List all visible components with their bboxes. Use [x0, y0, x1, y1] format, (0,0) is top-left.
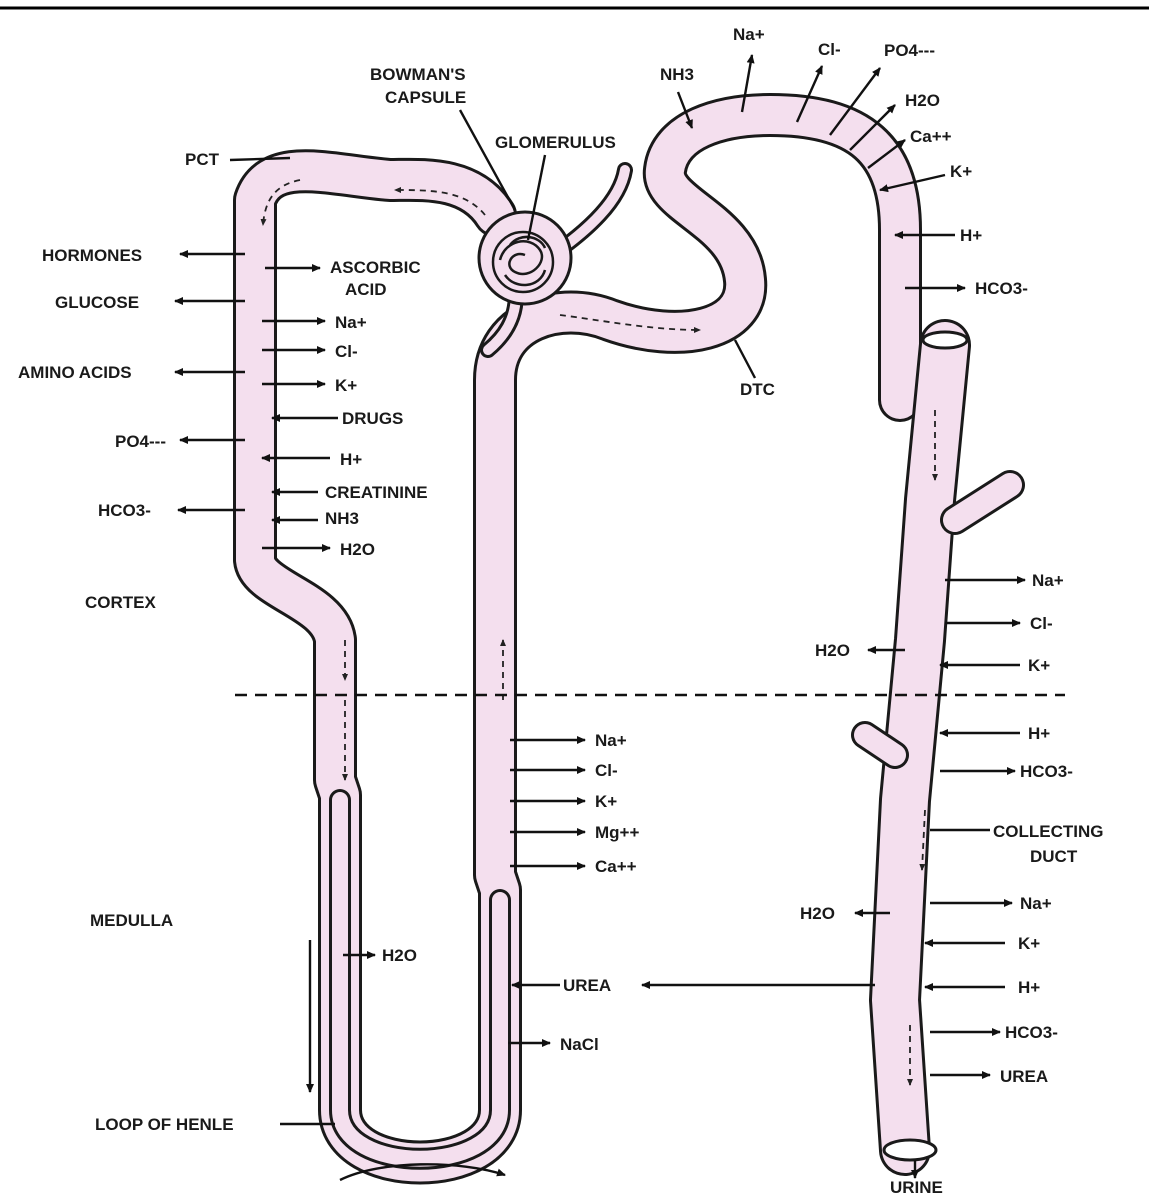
cd-up-h2o: H2O	[815, 641, 850, 660]
pct-right-transport: ASCORBIC ACID Na+ Cl- K+ DRUGS H+ CREATI…	[262, 258, 428, 559]
label-glomerulus: GLOMERULUS	[495, 133, 616, 152]
label-medulla: MEDULLA	[90, 911, 173, 930]
cd-low-urea: UREA	[1000, 1067, 1048, 1086]
dtc-h2o: H2O	[905, 91, 940, 110]
dtc-h: H+	[960, 226, 982, 245]
duct-top-opening	[923, 332, 967, 348]
pct-right-ascorbic: ASCORBIC	[330, 258, 421, 277]
asc-nacl: NaCl	[560, 1035, 599, 1054]
pct-left-hco3: HCO3-	[98, 501, 151, 520]
pct-right-cl: Cl-	[335, 342, 358, 361]
dtc-po4: PO4---	[884, 41, 935, 60]
pct-right-h: H+	[340, 450, 362, 469]
cd-low-h2o: H2O	[800, 904, 835, 923]
desc-h2o: H2O	[382, 946, 417, 965]
label-collecting-2: DUCT	[1030, 847, 1078, 866]
pct-left-glucose: GLUCOSE	[55, 293, 139, 312]
pct-left-amino-acids: AMINO ACIDS	[18, 363, 132, 382]
collecting-duct-lower-transport: Na+ K+ H+ HCO3- UREA H2O	[800, 894, 1058, 1086]
pct-left-hormones: HORMONES	[42, 246, 142, 265]
dtc-ca: Ca++	[910, 127, 952, 146]
cd-up-na: Na+	[1032, 571, 1064, 590]
label-cortex: CORTEX	[85, 593, 157, 612]
label-loop-of-henle: LOOP OF HENLE	[95, 1115, 234, 1134]
pct-right-nh3: NH3	[325, 509, 359, 528]
label-dtc: DTC	[740, 380, 775, 399]
pct-right-acid: ACID	[345, 280, 387, 299]
duct-bottom-opening	[884, 1140, 936, 1160]
dtc-cl: Cl-	[818, 40, 841, 59]
cd-low-k: K+	[1018, 934, 1040, 953]
urea-transfer: UREA	[512, 976, 875, 995]
pct-right-h2o: H2O	[340, 540, 375, 559]
dtc-k: K+	[950, 162, 972, 181]
cd-low-na: Na+	[1020, 894, 1052, 913]
dtc-na: Na+	[733, 25, 765, 44]
asc-cl: Cl-	[595, 761, 618, 780]
cd-up-cl: Cl-	[1030, 614, 1053, 633]
pct-right-drugs: DRUGS	[342, 409, 403, 428]
pct-right-creatinine: CREATININE	[325, 483, 428, 502]
urea-transfer-label: UREA	[563, 976, 611, 995]
label-urine: URINE	[890, 1178, 943, 1197]
label-pct: PCT	[185, 150, 220, 169]
asc-mg: Mg++	[595, 823, 639, 842]
label-collecting-1: COLLECTING	[993, 822, 1104, 841]
dtc-nh3: NH3	[660, 65, 694, 84]
cd-low-hco3: HCO3-	[1005, 1023, 1058, 1042]
asc-ca: Ca++	[595, 857, 637, 876]
cd-low-h: H+	[1018, 978, 1040, 997]
asc-k: K+	[595, 792, 617, 811]
label-bowmans-1: BOWMAN'S	[370, 65, 466, 84]
duct-branch-upper-fill	[955, 485, 1010, 520]
pct-right-k: K+	[335, 376, 357, 395]
cd-up-hco3: HCO3-	[1020, 762, 1073, 781]
dtc-hco3: HCO3-	[975, 279, 1028, 298]
cd-up-k: K+	[1028, 656, 1050, 675]
pct-right-na: Na+	[335, 313, 367, 332]
asc-na: Na+	[595, 731, 627, 750]
pct-left-transport: HORMONES GLUCOSE AMINO ACIDS PO4--- HCO3…	[18, 246, 245, 520]
cd-up-h: H+	[1028, 724, 1050, 743]
label-bowmans-2: CAPSULE	[385, 88, 466, 107]
ascending-limb-transport: Na+ Cl- K+ Mg++ Ca++ NaCl	[508, 731, 639, 1054]
pct-left-po4: PO4---	[115, 432, 166, 451]
